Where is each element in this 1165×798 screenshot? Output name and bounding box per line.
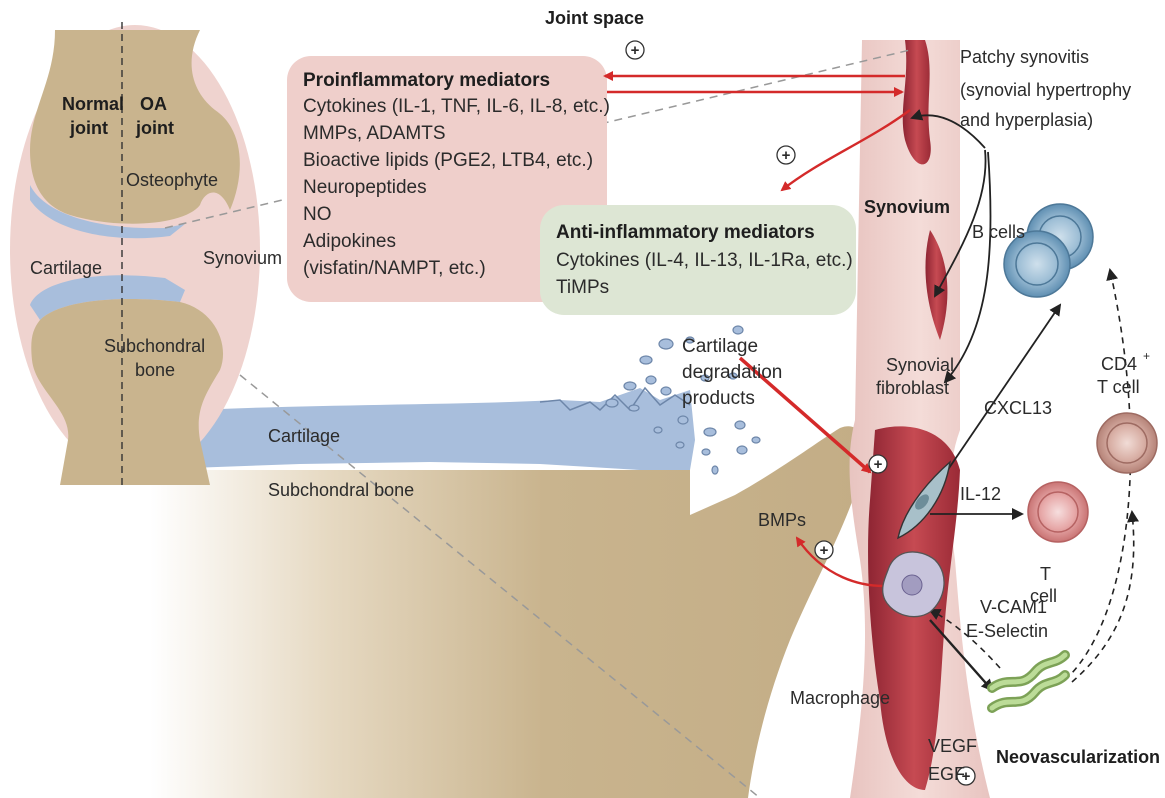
- vcam-label-1: V-CAM1: [980, 597, 1047, 617]
- inset-cartilage-label: Cartilage: [30, 258, 102, 278]
- degradation-label-3: products: [682, 388, 755, 409]
- main-cartilage-label: Cartilage: [268, 426, 340, 446]
- macrophage-cell: [883, 552, 944, 617]
- proinflammatory-item: NO: [303, 204, 332, 225]
- proinflammatory-item: Adipokines: [303, 231, 396, 252]
- oa-joint-label-2: joint: [135, 118, 174, 138]
- bmps-label: BMPs: [758, 510, 806, 530]
- vegf-label: VEGF: [928, 736, 977, 756]
- proinflammatory-item: Bioactive lipids (PGE2, LTB4, etc.): [303, 150, 593, 171]
- oa-joint-label-1: OA: [140, 94, 167, 114]
- proinflammatory-item: Cytokines (IL-1, TNF, IL-6, IL-8, etc.): [303, 96, 610, 117]
- b-cells: [1004, 204, 1093, 297]
- normal-joint-label-2: joint: [69, 118, 108, 138]
- proinflammatory-title: Proinflammatory mediators: [303, 70, 550, 91]
- cxcl13-label: CXCL13: [984, 398, 1052, 418]
- degradation-label-2: degradation: [682, 362, 782, 383]
- svg-text:+: +: [631, 42, 640, 59]
- t-cell: [1028, 482, 1088, 542]
- antiinflammatory-item: Cytokines (IL-4, IL-13, IL-1Ra, etc.): [556, 250, 853, 271]
- synovial-fibroblast-label-2: fibroblast: [876, 378, 949, 398]
- patchy-synovitis-label-2: (synovial hypertrophy: [960, 80, 1131, 100]
- subchondral-label-1: Subchondral: [104, 336, 205, 356]
- joint-space-label: Joint space: [545, 8, 644, 28]
- svg-text:+: +: [820, 542, 829, 559]
- main-joint-section: [150, 388, 865, 798]
- cd4-superscript: +: [1143, 349, 1150, 363]
- svg-text:+: +: [782, 147, 791, 164]
- macrophage-label: Macrophage: [790, 688, 890, 708]
- normal-joint-label-1: Normal: [62, 94, 124, 114]
- antiinflammatory-title: Anti-inflammatory mediators: [556, 222, 815, 243]
- degradation-label-1: Cartilage: [682, 336, 758, 357]
- inset-synovium-label: Synovium: [203, 248, 282, 268]
- neovascularization-label: Neovascularization: [996, 747, 1160, 767]
- proinflammatory-item: (visfatin/NAMPT, etc.): [303, 258, 486, 279]
- proinflammatory-item: Neuropeptides: [303, 177, 427, 198]
- main-subchondral-label: Subchondral bone: [268, 480, 414, 500]
- proinflammatory-item: MMPs, ADAMTS: [303, 123, 446, 144]
- cd4-label: CD4: [1101, 354, 1137, 374]
- synovium-label: Synovium: [864, 197, 950, 217]
- inset-lower-bone: [31, 299, 223, 485]
- antiinflammatory-item: TiMPs: [556, 277, 609, 298]
- subchondral-label-2: bone: [135, 360, 175, 380]
- il12-label: IL-12: [960, 484, 1001, 504]
- cd4-t-cell: [1097, 413, 1157, 473]
- synovium-column: [850, 40, 990, 798]
- patchy-synovitis-label-1: Patchy synovitis: [960, 47, 1089, 67]
- vcam-label-2: E-Selectin: [966, 621, 1048, 641]
- patchy-synovitis-label-3: and hyperplasia): [960, 110, 1093, 130]
- t-cell-label-1: T: [1040, 564, 1051, 584]
- synovitis-patch-top: [903, 40, 931, 164]
- b-cells-label: B cells: [972, 222, 1025, 242]
- main-subchondral-bone: [150, 426, 865, 798]
- cd4-t-cell-label: T cell: [1097, 377, 1140, 397]
- svg-text:+: +: [874, 456, 883, 473]
- egf-label: EGF: [928, 764, 965, 784]
- synovial-fibroblast-label-1: Synovial: [886, 355, 954, 375]
- osteophyte-label: Osteophyte: [126, 170, 218, 190]
